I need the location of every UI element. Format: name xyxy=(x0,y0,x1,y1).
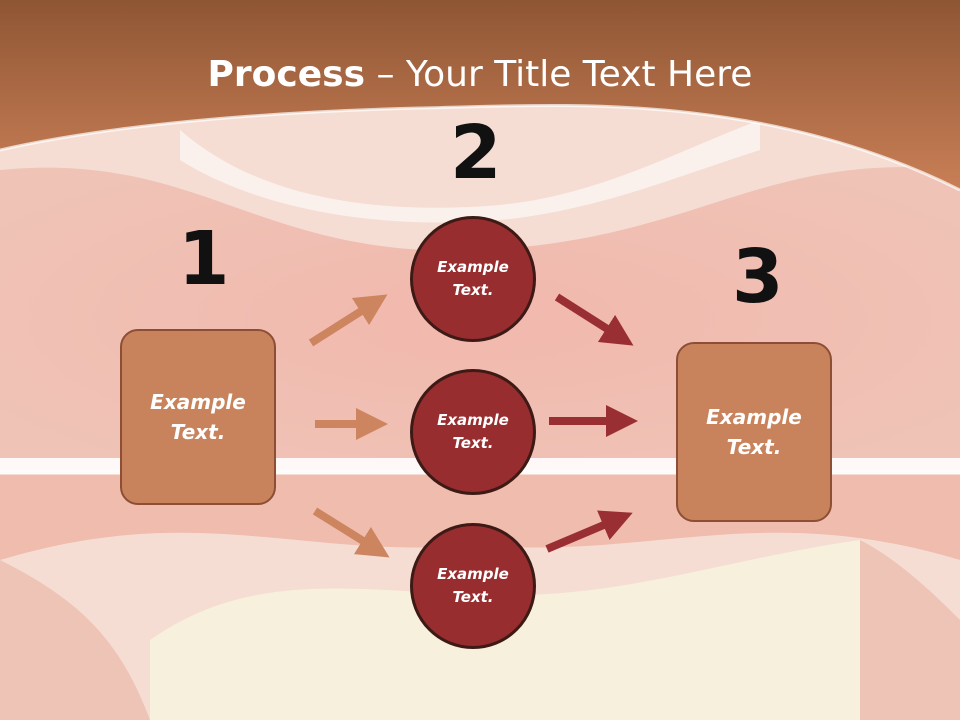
arrow-bottom-to-right xyxy=(545,510,633,553)
circle-top-text: Example Text. xyxy=(437,258,509,299)
left-process-box: Example Text. xyxy=(120,329,276,505)
right-box-text: Example Text. xyxy=(706,405,802,459)
step-number-2: 2 xyxy=(450,110,502,196)
slide-title: Process – Your Title Text Here xyxy=(0,54,960,95)
left-box-text: Example Text. xyxy=(150,390,246,444)
circle-middle-text: Example Text. xyxy=(437,411,509,452)
right-process-box: Example Text. xyxy=(676,342,832,522)
arrow-top-to-right xyxy=(554,293,634,346)
circle-bottom: Example Text. xyxy=(410,523,536,649)
step-number-1: 1 xyxy=(178,216,230,302)
arrow-left-to-top xyxy=(308,294,388,347)
circle-middle: Example Text. xyxy=(410,369,536,495)
circle-bottom-text: Example Text. xyxy=(437,565,509,606)
title-bold: Process xyxy=(207,54,366,95)
title-rest: – Your Title Text Here xyxy=(365,54,753,95)
step-number-3: 3 xyxy=(732,234,784,320)
circle-top: Example Text. xyxy=(410,216,536,342)
arrow-left-to-bottom xyxy=(312,507,390,558)
